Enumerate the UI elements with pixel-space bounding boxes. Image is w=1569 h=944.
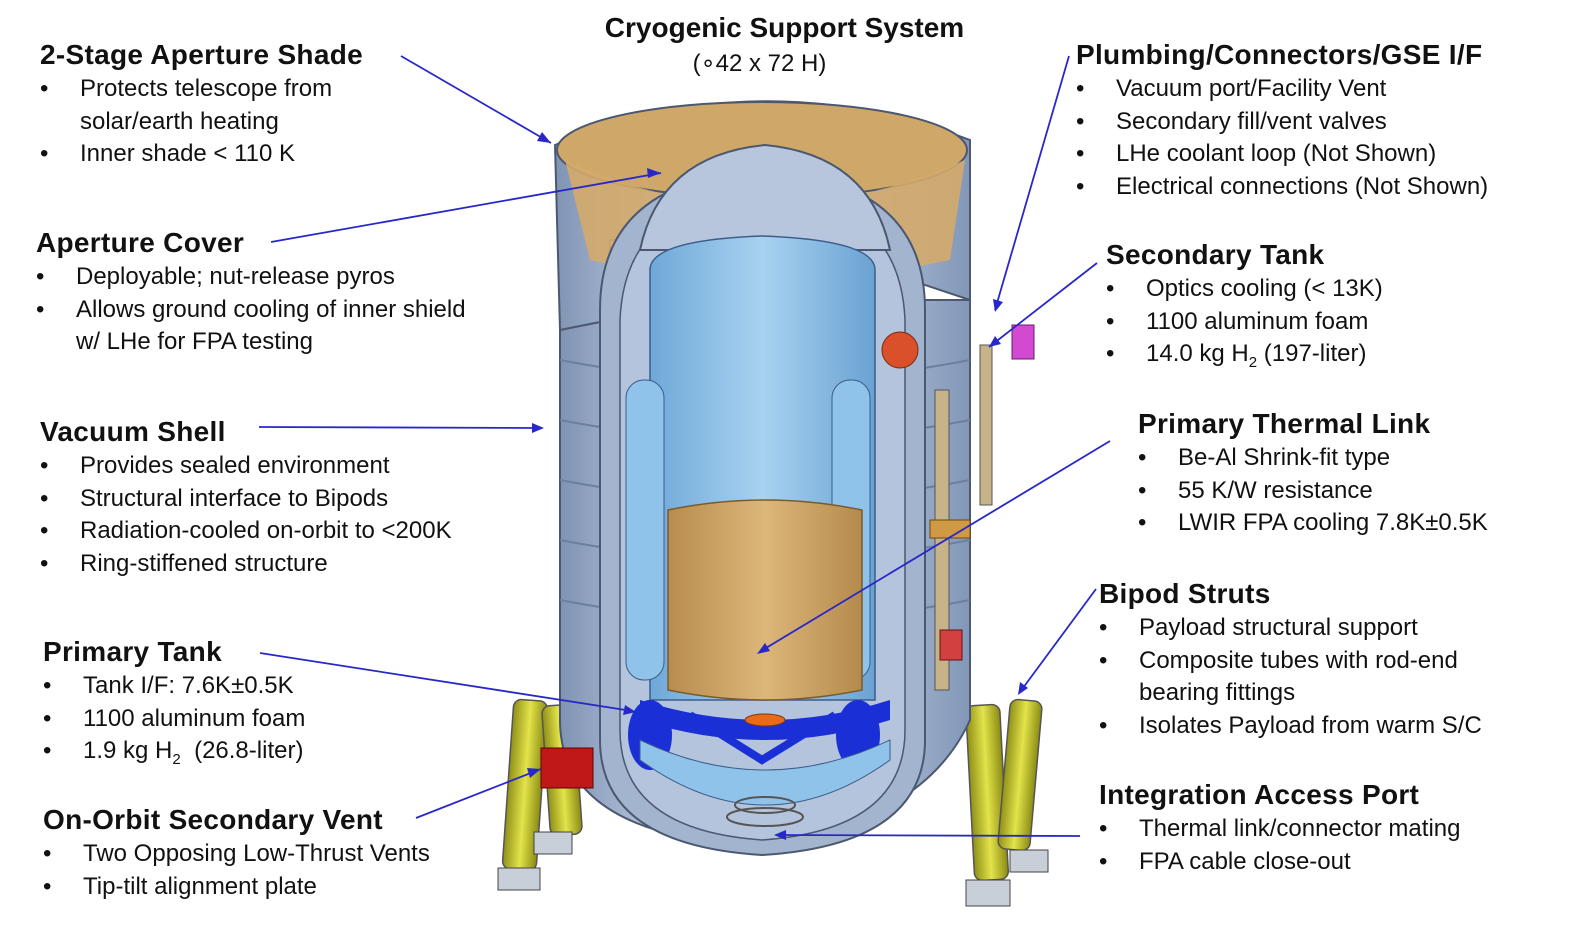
item-opposing-vents: Two Opposing Low-Thrust Vents xyxy=(43,838,430,871)
item-hydrogen-mass-secondary: 14.0 kg H2 (197-liter) xyxy=(1106,338,1383,379)
item-ground-cooling: Allows ground cooling of inner shield w/… xyxy=(36,294,476,359)
item-hydrogen-mass: 1.9 kg H2 (26.8-liter) xyxy=(43,735,305,776)
hydrogen-mass-secondary-value: 14.0 kg H xyxy=(1146,340,1249,367)
heading-secondary-tank: Secondary Tank xyxy=(1106,239,1325,270)
item-ring-stiffened: Ring-stiffened structure xyxy=(40,548,452,581)
callout-secondary-tank: Secondary Tank Optics cooling (< 13K) 11… xyxy=(1106,239,1383,379)
item-resistance: 55 K/W resistance xyxy=(1138,475,1488,508)
item-connector-mating: Thermal link/connector mating xyxy=(1099,813,1460,846)
item-protects-telescope: Protects telescope from solar/earth heat… xyxy=(40,73,410,138)
item-sealed-environment: Provides sealed environment xyxy=(40,450,452,483)
item-composite-tubes: Composite tubes with rod-end bearing fit… xyxy=(1099,645,1539,710)
callout-primary-tank: Primary Tank Tank I/F: 7.6K±0.5K 1100 al… xyxy=(43,636,305,776)
item-tip-tilt: Tip-tilt alignment plate xyxy=(43,871,430,904)
callout-bipod: Bipod Struts Payload structural support … xyxy=(1099,578,1539,742)
heading-primary-tank: Primary Tank xyxy=(43,636,222,667)
plumbing xyxy=(881,324,1035,691)
leader-lines xyxy=(258,55,1111,837)
callout-access-port: Integration Access Port Thermal link/con… xyxy=(1099,779,1460,878)
heading-access-port: Integration Access Port xyxy=(1099,779,1420,810)
callout-aperture-cover: Aperture Cover Deployable; nut-release p… xyxy=(36,227,476,359)
primary-tank xyxy=(628,499,890,770)
hydrogen-volume-secondary: (197-liter) xyxy=(1263,340,1367,367)
callout-secondary-vent: On-Orbit Secondary Vent Two Opposing Low… xyxy=(43,804,430,903)
item-vacuum-port: Vacuum port/Facility Vent xyxy=(1076,73,1488,106)
aperture-cover xyxy=(638,143,892,251)
item-fill-vent-valves: Secondary fill/vent valves xyxy=(1076,106,1488,139)
item-isolates-payload: Isolates Payload from warm S/C xyxy=(1099,710,1539,743)
item-structural-support: Payload structural support xyxy=(1099,612,1539,645)
heading-aperture-shade: 2-Stage Aperture Shade xyxy=(40,39,363,70)
inner-bottom-dish xyxy=(639,739,891,806)
hydrogen-mass-value: 1.9 kg H xyxy=(83,737,173,764)
heading-thermal-link: Primary Thermal Link xyxy=(1138,408,1431,439)
heading-aperture-cover: Aperture Cover xyxy=(36,227,245,258)
item-aluminum-foam: 1100 aluminum foam xyxy=(43,703,305,736)
heading-bipod: Bipod Struts xyxy=(1099,578,1271,609)
integration-access-port xyxy=(726,796,804,827)
item-aluminum-foam-secondary: 1100 aluminum foam xyxy=(1106,306,1383,339)
secondary-vent xyxy=(540,747,594,789)
item-fpa-cooling: LWIR FPA cooling 7.8K±0.5K xyxy=(1138,507,1488,540)
item-optics-cooling: Optics cooling (< 13K) xyxy=(1106,273,1383,306)
callout-vacuum-shell: Vacuum Shell Provides sealed environment… xyxy=(40,416,452,580)
diagram-subtitle: (∘42 x 72 H) xyxy=(692,50,827,77)
callout-thermal-link: Primary Thermal Link Be-Al Shrink-fit ty… xyxy=(1138,408,1488,540)
callout-aperture-shade: 2-Stage Aperture Shade Protects telescop… xyxy=(40,39,410,171)
hydrogen-subscript: 2 xyxy=(172,750,181,768)
item-inner-shade: Inner shade < 110 K xyxy=(40,138,410,171)
item-radiation-cooled: Radiation-cooled on-orbit to <200K xyxy=(40,515,452,548)
diagram-title: Cryogenic Support System xyxy=(604,12,965,43)
hydrogen-subscript-secondary: 2 xyxy=(1248,353,1258,371)
item-deployable: Deployable; nut-release pyros xyxy=(36,261,476,294)
hydrogen-volume: (26.8-liter) xyxy=(194,737,304,764)
callout-plumbing: Plumbing/Connectors/GSE I/F Vacuum port/… xyxy=(1076,39,1488,203)
item-tank-if: Tank I/F: 7.6K±0.5K xyxy=(43,670,305,703)
item-shrink-fit: Be-Al Shrink-fit type xyxy=(1138,442,1488,475)
item-lhe-loop: LHe coolant loop (Not Shown) xyxy=(1076,138,1488,171)
heading-plumbing: Plumbing/Connectors/GSE I/F xyxy=(1076,39,1483,70)
bipod-strut-right xyxy=(965,698,1049,907)
heading-vacuum-shell: Vacuum Shell xyxy=(40,416,226,447)
item-electrical: Electrical connections (Not Shown) xyxy=(1076,171,1488,204)
leader-arrowheads xyxy=(527,132,1028,840)
heading-secondary-vent: On-Orbit Secondary Vent xyxy=(43,804,383,835)
item-structural-interface: Structural interface to Bipods xyxy=(40,483,452,516)
item-cable-closeout: FPA cable close-out xyxy=(1099,846,1460,879)
